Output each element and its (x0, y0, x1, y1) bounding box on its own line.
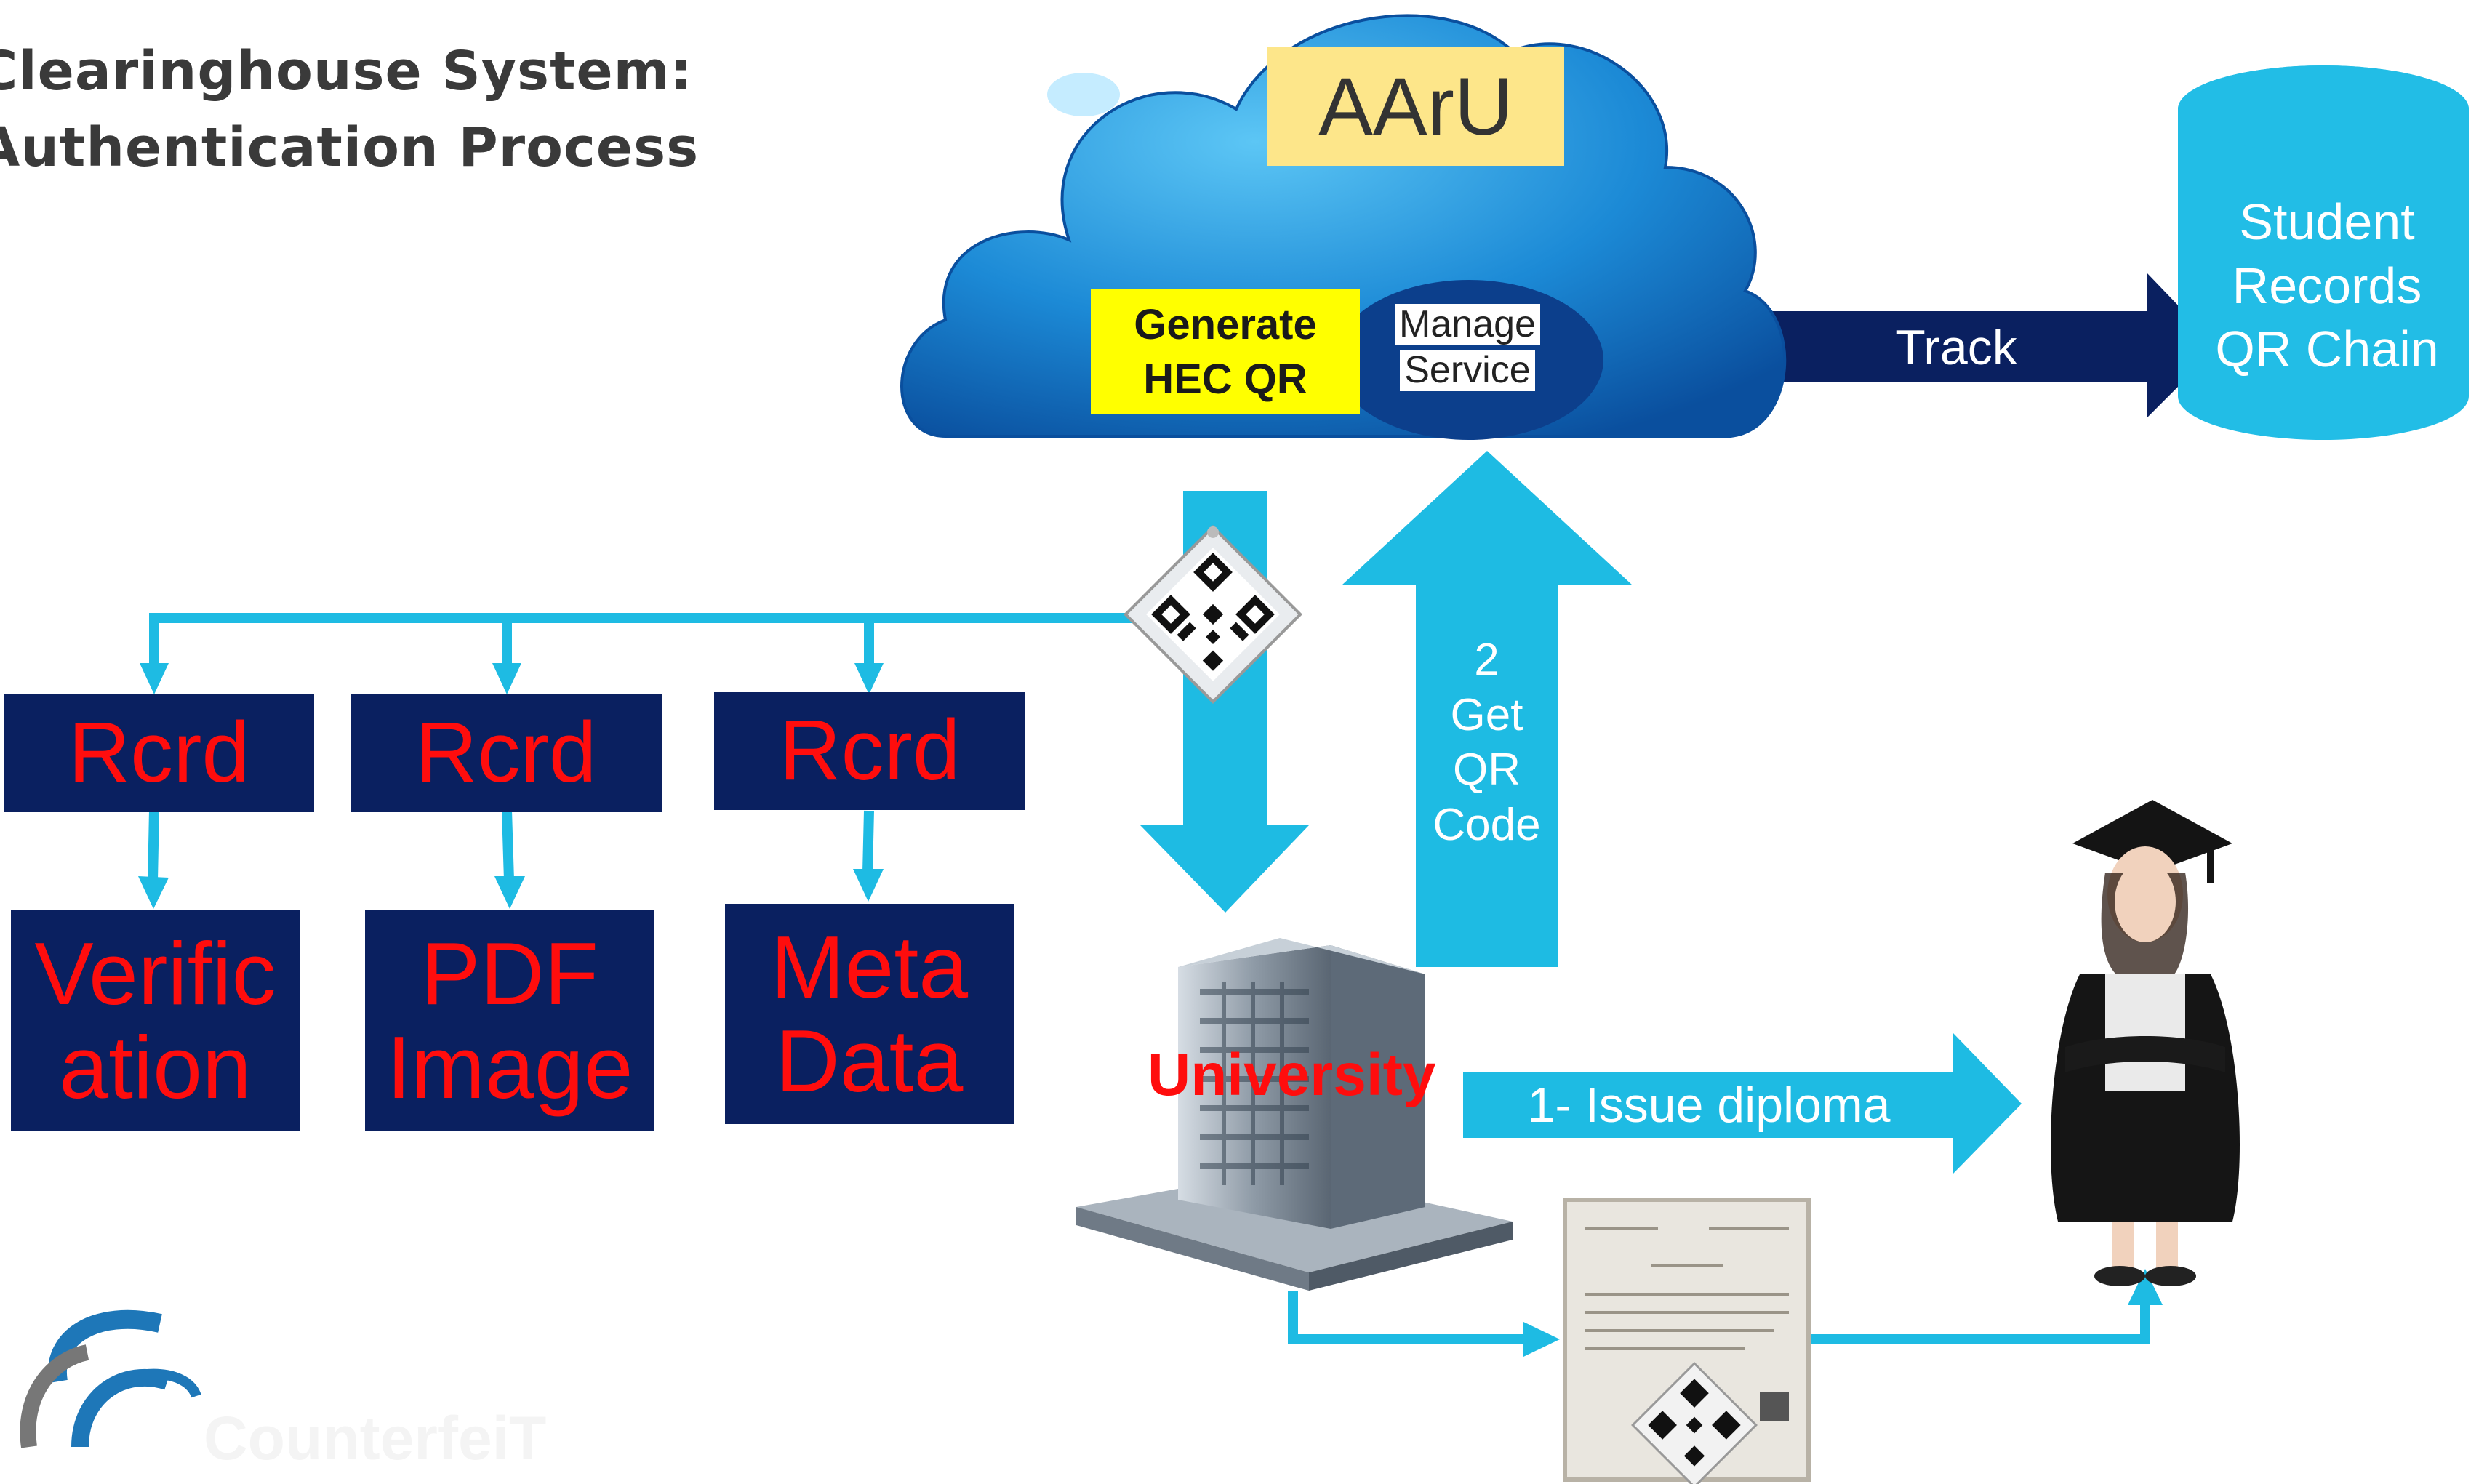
qr-tag-icon (1123, 524, 1303, 705)
generate-line-2: HEC QR (1143, 356, 1307, 403)
get-qr-line-3: QR (1453, 745, 1521, 795)
output-box-verification: Verific ation (11, 910, 300, 1131)
university-label: University (1148, 1042, 1436, 1108)
counterfeit-logo (20, 1309, 201, 1448)
university-building-icon (1076, 938, 1513, 1291)
manage-line-1: Manage (1395, 303, 1540, 346)
manage-line-2: Service (1400, 349, 1535, 392)
track-arrow (1729, 273, 2218, 418)
get-qr-label: 2 Get QR Code (1416, 633, 1558, 853)
graduate-student-icon (2051, 800, 2240, 1286)
output-verification-line-2: ation (59, 1017, 252, 1117)
track-label: Track (1895, 319, 2017, 375)
output-meta-line-1: Meta (770, 918, 969, 1017)
logo-text: CounterfeiT (204, 1404, 547, 1472)
manage-service-label: Manage Service (1395, 303, 1540, 392)
distribution-arrowheads (138, 663, 2163, 1357)
title-line-1: Clearinghouse System: (0, 40, 693, 103)
get-qr-line-2: Get (1450, 689, 1523, 740)
record-box-1: Rcrd (4, 694, 314, 812)
issue-diploma-label: 1- Issue diploma (1527, 1078, 1891, 1133)
output-box-meta-data: Meta Data (725, 904, 1014, 1124)
output-pdf-line-1: PDF (421, 924, 598, 1024)
get-qr-up-arrow (1342, 451, 1633, 967)
output-meta-line-2: Data (775, 1011, 964, 1110)
title-line-2: Authentication Process (0, 116, 700, 179)
database-label: Student Records QR Chain (2189, 190, 2465, 382)
aaru-label: AArU (1267, 47, 1564, 166)
record-box-3: Rcrd (714, 692, 1025, 810)
diploma-document-icon (1563, 1198, 1811, 1484)
output-verification-line-1: Verific (34, 924, 276, 1024)
record-box-2: Rcrd (351, 694, 662, 812)
database-cylinder (2178, 65, 2469, 440)
output-pdf-line-2: Image (386, 1017, 633, 1117)
issue-diploma-arrow (1463, 1032, 2022, 1174)
database-line-1: Student (2239, 193, 2415, 250)
database-line-2: Records (2232, 257, 2422, 314)
output-box-pdf-image: PDF Image (365, 910, 654, 1131)
get-qr-line-4: Code (1433, 799, 1541, 850)
distribution-lines (148, 613, 2150, 1344)
generate-hec-qr-box: Generate HEC QR (1091, 289, 1360, 414)
generate-line-1: Generate (1134, 300, 1317, 348)
get-qr-line-1: 2 (1474, 635, 1499, 685)
database-line-3: QR Chain (2215, 321, 2439, 377)
